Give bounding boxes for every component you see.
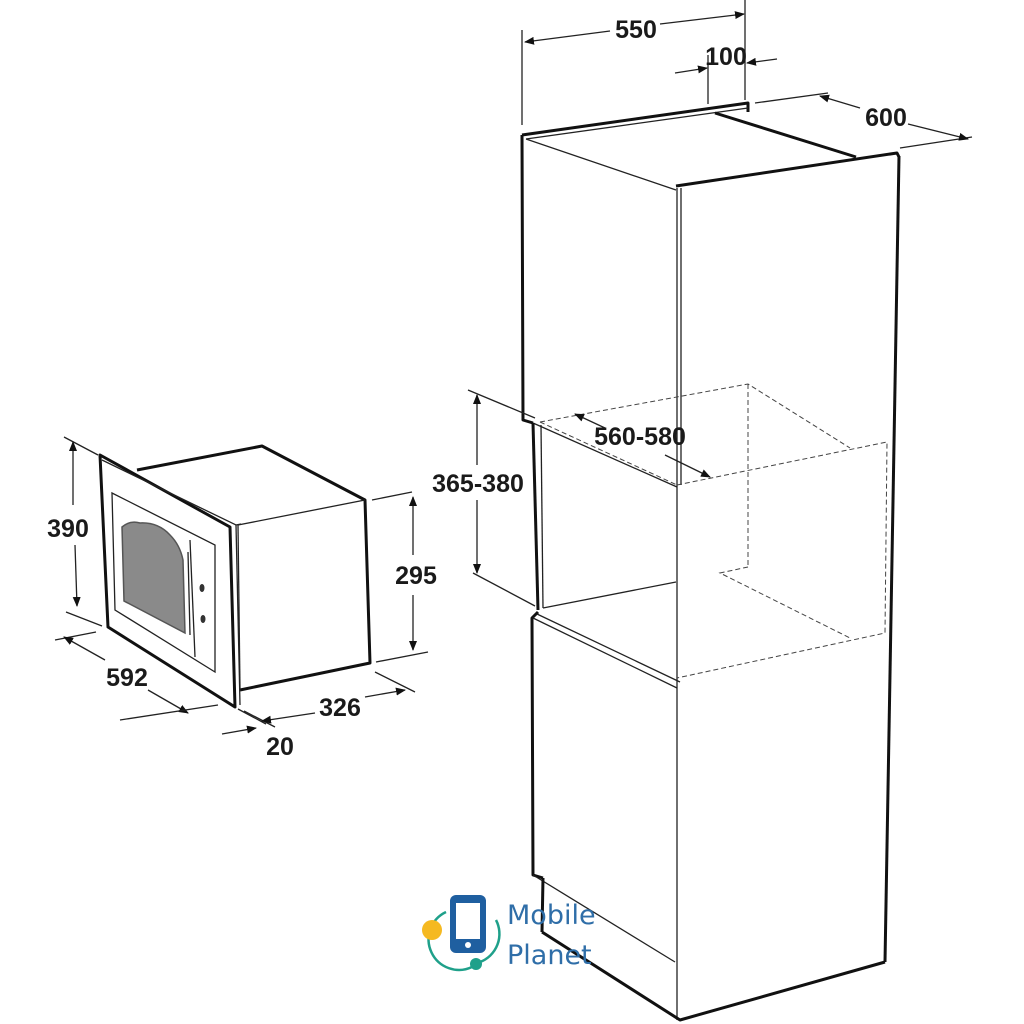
dim-body-depth: 326: [319, 694, 361, 722]
tall-cabinet: [520, 101, 901, 1022]
mobile-planet-logo: Mobile Planet: [422, 895, 596, 972]
microwave-window: [121, 521, 186, 635]
microwave-door-panel: [111, 491, 216, 674]
smartphone-orbit-icon: [422, 895, 501, 972]
upper-door: [520, 134, 534, 425]
dim-frame-width: 592: [106, 664, 148, 692]
cabinet-dimensions: 550 100 600 365-380 560-580: [432, 0, 973, 607]
dim-frame-depth: 20: [266, 733, 294, 761]
dim-niche-depth: 560-580: [594, 423, 686, 451]
microwave-dimensions: 390 295 592 326 20: [47, 436, 437, 761]
cabinet-bottom: [541, 930, 886, 1022]
niche-appliance-outline: [539, 383, 888, 679]
dim-niche-height: 365-380: [432, 470, 524, 498]
logo-line1: Mobile: [507, 900, 596, 931]
microwave-frame: [98, 453, 237, 709]
knob-icon: [199, 584, 205, 592]
cabinet-top-right-edge: [675, 151, 901, 188]
microwave: [98, 444, 372, 709]
dim-frame-height: 390: [47, 515, 89, 543]
lower-door: [530, 610, 544, 880]
dim-cabinet-depth: 600: [865, 104, 907, 132]
niche-floor-line: [542, 581, 677, 609]
plinth: [540, 877, 545, 933]
dim-body-height: 295: [395, 562, 437, 590]
dim-cabinet-width: 550: [615, 16, 657, 44]
dim-back-gap: 100: [705, 43, 747, 71]
niche-left-edge: [531, 422, 540, 611]
knob-icon: [200, 615, 206, 623]
cabinet-back-edge: [883, 155, 901, 963]
logo-line2: Planet: [507, 940, 592, 971]
cabinet-top-outline: [521, 101, 750, 137]
